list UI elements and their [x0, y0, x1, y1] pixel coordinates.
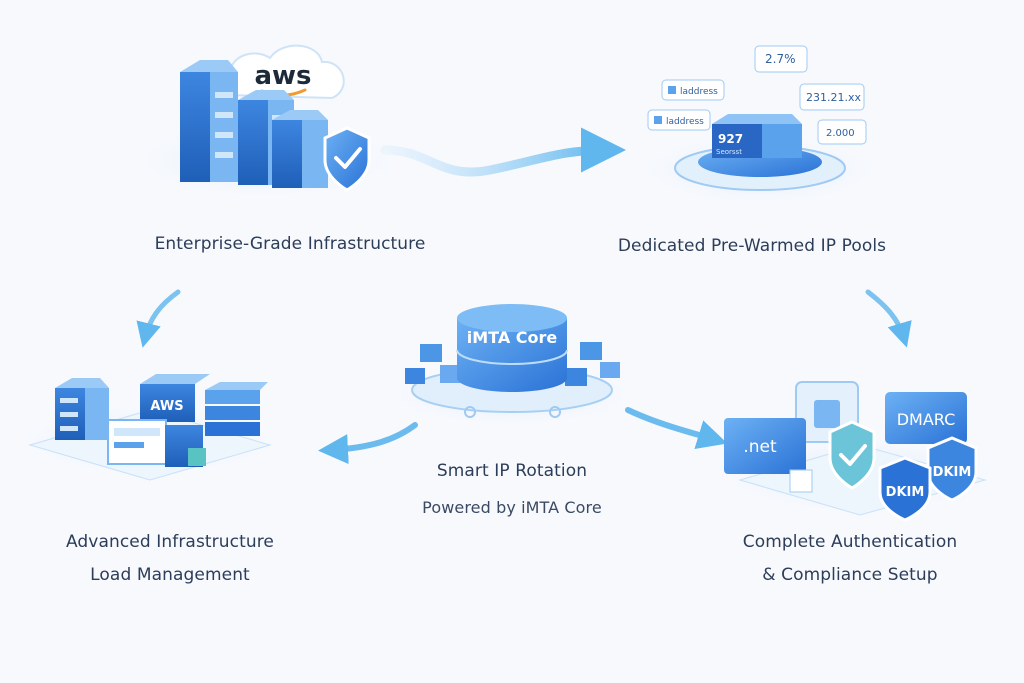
arrow-pools-to-auth	[865, 289, 912, 348]
arrow-core-to-auth	[625, 407, 728, 450]
dkim-shield-left: DKIM	[878, 456, 932, 522]
arrow-core-to-load	[318, 422, 418, 465]
core-badge-text: iMTA Core	[467, 328, 558, 347]
arrow-enterprise-to-pools	[380, 127, 626, 177]
dkim-shield-right: DKIM	[926, 436, 978, 502]
dkim-text-left: DKIM	[886, 485, 925, 500]
load-management-illustration: AWS	[15, 374, 285, 481]
dashboard-panel-icon	[107, 419, 206, 467]
server-rack-left-icon	[55, 378, 109, 440]
server-sub-text: Seorsst	[716, 148, 742, 156]
ip-card-address-value: 231.21.xx	[799, 83, 865, 111]
flow-arrows	[136, 127, 912, 465]
server-number-text: 927	[718, 132, 743, 146]
dot-net-text: .net	[743, 437, 777, 457]
core-title: Smart IP Rotation	[436, 461, 588, 481]
core-cubes	[405, 342, 620, 386]
load-aws-text: AWS	[150, 399, 183, 414]
auth-title-line-2: & Compliance Setup	[762, 565, 938, 585]
dkim-text-right: DKIM	[933, 465, 972, 480]
svg-text:laddress: laddress	[680, 87, 718, 97]
server-rack-right-icon	[205, 382, 268, 436]
svg-text:2.7%: 2.7%	[765, 52, 796, 66]
ip-server-icon: 927 Seorsst	[712, 114, 802, 158]
dmarc-text: DMARC	[897, 410, 956, 429]
core-subtitle: Powered by iMTA Core	[422, 498, 602, 517]
authentication-illustration: .net DMARC DKIM DKIM	[715, 381, 1005, 522]
dmarc-card: DMARC	[885, 392, 967, 444]
svg-text:231.21.xx: 231.21.xx	[806, 91, 861, 104]
load-title-line-1: Advanced Infrastructure	[65, 532, 274, 552]
database-cylinder-icon: iMTA Core	[456, 304, 568, 392]
verified-shield-icon	[828, 420, 876, 490]
ip-pools-illustration: 927 Seorsst 2.7% laddress laddress 231.2…	[635, 45, 885, 206]
enterprise-infrastructure-illustration: aws	[125, 44, 405, 200]
ip-card-address-1: laddress	[661, 79, 725, 101]
security-shield-icon	[323, 126, 371, 192]
ip-card-percentage: 2.7%	[754, 45, 808, 73]
svg-text:laddress: laddress	[666, 117, 704, 127]
aws-logo-text: aws	[254, 61, 311, 91]
dot-net-card: .net	[724, 418, 813, 493]
load-title-line-2: Load Management	[90, 565, 250, 585]
ip-pools-title: Dedicated Pre-Warmed IP Pools	[617, 236, 887, 256]
imta-core-illustration: iMTA Core	[382, 304, 642, 427]
server-rack-icon	[180, 60, 328, 188]
arrow-enterprise-to-load	[136, 289, 181, 348]
auth-title-line-1: Complete Authentication	[742, 532, 958, 552]
ip-card-address-2: laddress	[647, 109, 711, 131]
ip-card-count: 2.000	[817, 119, 867, 145]
enterprise-title: Enterprise-Grade Infrastructure	[154, 234, 426, 254]
aws-server-icon: AWS	[140, 374, 210, 422]
svg-text:2.000: 2.000	[826, 128, 855, 139]
